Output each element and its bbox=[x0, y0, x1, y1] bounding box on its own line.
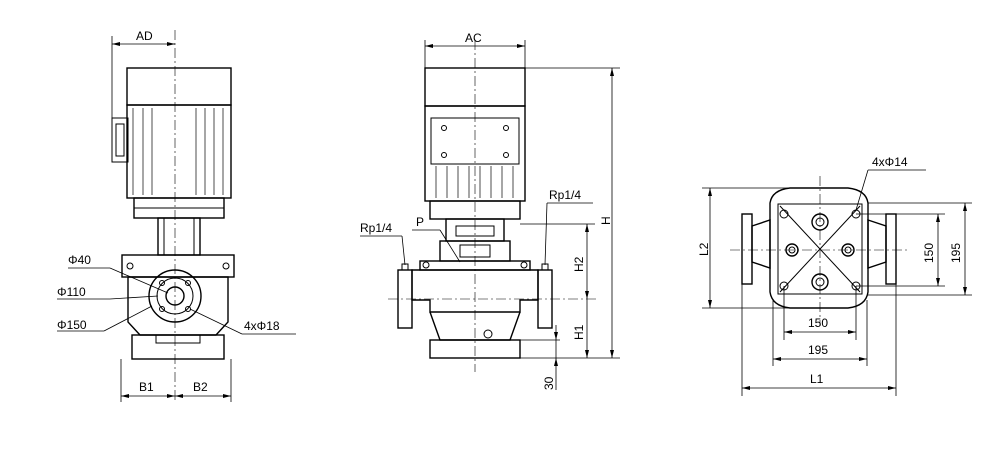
pump-base bbox=[131, 334, 225, 360]
dim-195-horizontal-label: 195 bbox=[808, 343, 828, 357]
holes-14-label: 4xΦ14 bbox=[872, 155, 908, 169]
dim-h2-label: H2 bbox=[572, 256, 586, 272]
inlet-flange-top bbox=[741, 213, 753, 285]
rp-right-label: Rp1/4 bbox=[549, 188, 581, 202]
rp-left-label: Rp1/4 bbox=[360, 221, 392, 235]
phi40-label: Φ40 bbox=[68, 253, 91, 267]
top-casing-outline bbox=[769, 187, 869, 309]
terminal-box bbox=[111, 117, 129, 163]
pump-casing bbox=[127, 276, 229, 336]
dim-30-label: 30 bbox=[542, 376, 556, 390]
motor-body bbox=[126, 104, 232, 199]
motor-fan-cover bbox=[126, 67, 232, 106]
dim-195-vertical-label: 195 bbox=[949, 243, 963, 263]
front-view: AC Rp1/4 Rp1/4 P H H2 H1 30 bbox=[360, 31, 620, 390]
phi110-label: Φ110 bbox=[57, 285, 86, 299]
top-view: 4xΦ14 L2 150 195 150 195 bbox=[697, 155, 972, 396]
dim-h1-label: H1 bbox=[572, 324, 586, 340]
inlet-stub bbox=[751, 219, 771, 269]
pump-head bbox=[121, 254, 235, 278]
dim-150-horizontal-label: 150 bbox=[808, 316, 828, 330]
outlet-stub bbox=[867, 219, 887, 269]
dim-l2-label: L2 bbox=[697, 242, 711, 256]
motor-fins bbox=[132, 108, 224, 195]
dim-b2-label: B2 bbox=[193, 380, 208, 394]
dim-p-label: P bbox=[416, 215, 424, 229]
side-view: AD Φ40 Φ110 Φ150 4xΦ18 B1 B2 bbox=[57, 29, 296, 402]
dim-b1-label: B1 bbox=[139, 380, 154, 394]
phi150-label: Φ150 bbox=[57, 318, 87, 332]
front-base bbox=[429, 339, 521, 359]
dim-150-vertical-label: 150 bbox=[922, 243, 936, 263]
holes-18-label: 4xΦ18 bbox=[244, 319, 280, 333]
dim-l1-label: L1 bbox=[810, 372, 824, 386]
front-motor-fins bbox=[435, 166, 514, 198]
terminal-box-inner bbox=[115, 123, 125, 157]
dim-h-label: H bbox=[599, 216, 613, 225]
outlet-flange-top bbox=[885, 213, 897, 285]
dim-ad-label: AD bbox=[136, 29, 153, 43]
dim-ac-label: AC bbox=[465, 31, 482, 45]
